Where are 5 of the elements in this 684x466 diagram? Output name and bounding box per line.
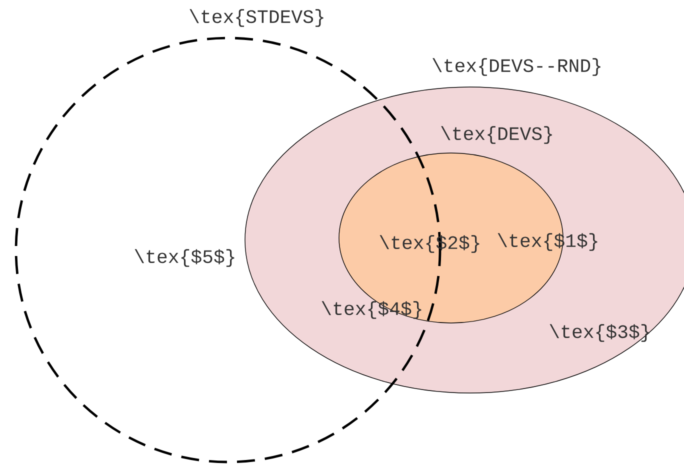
node-label: \tex{STDEVS} [190, 9, 324, 27]
region-label: \tex{$5$} [134, 249, 234, 267]
node-label: \tex{DEVS} [441, 126, 552, 144]
region-label: \tex{$3$} [550, 324, 650, 342]
node-label: \tex{DEVS--RND} [432, 58, 600, 76]
